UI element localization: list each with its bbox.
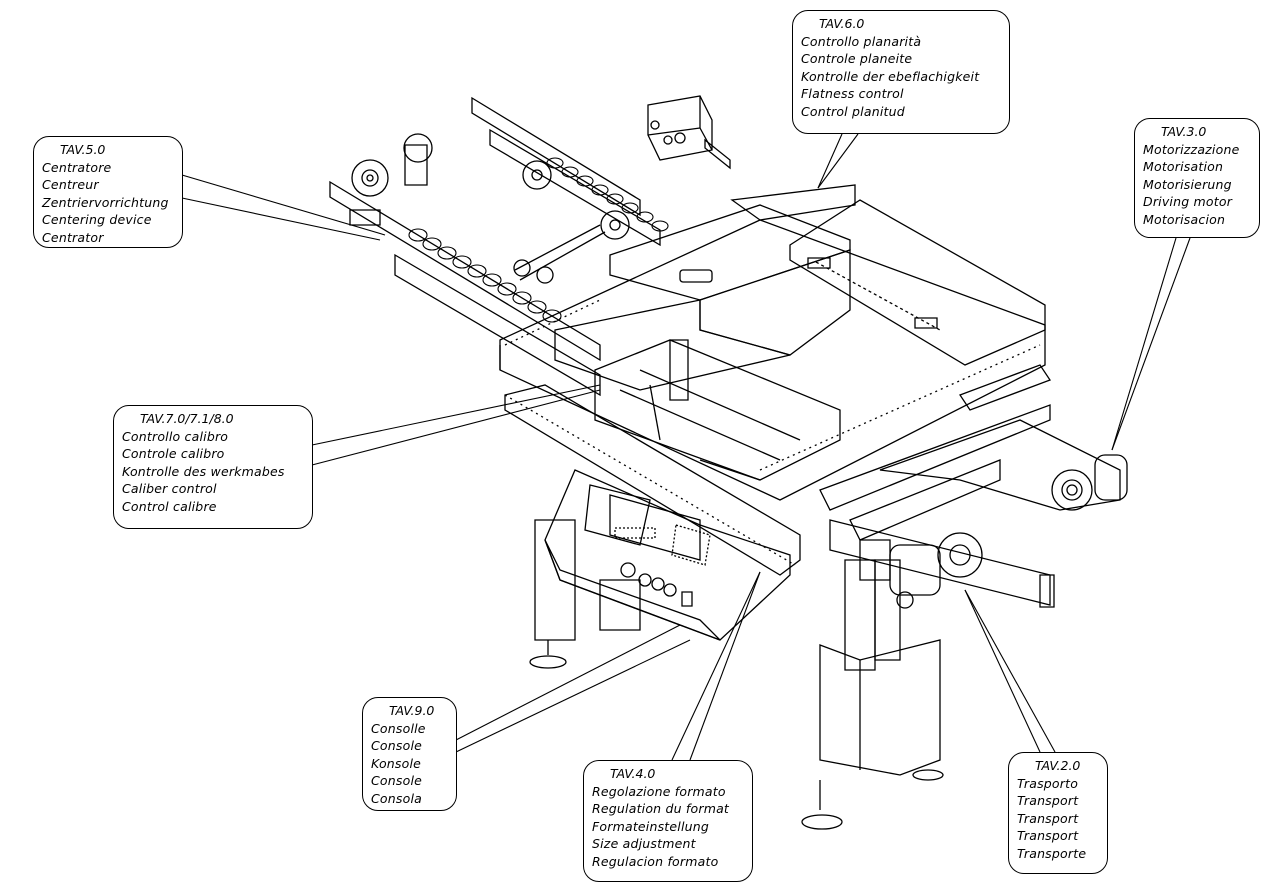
callout-line: Transport	[1017, 828, 1079, 844]
callout-tav-2-0: TAV.2.0 Trasporto Transport Transport Tr…	[1008, 752, 1108, 874]
main-frame	[499, 185, 1045, 575]
callout-code: TAV.4.0	[610, 766, 656, 781]
callout-code: TAV.5.0	[60, 142, 106, 157]
callout-tav-3-0: TAV.3.0 Motorizzazione Motorisation Moto…	[1134, 118, 1260, 238]
callout-line: Regulation du format	[592, 801, 730, 817]
callout-line: Controle planeite	[801, 51, 913, 67]
callout-line: Console	[371, 773, 423, 789]
leader-lines	[182, 134, 1190, 760]
callout-line: Consolle	[371, 720, 426, 736]
callout-code: TAV.6.0	[819, 16, 865, 31]
callout-line: Motorizzazione	[1143, 141, 1240, 157]
callout-tav-7-0: TAV.7.0/7.1/8.0 Controllo calibro Contro…	[113, 405, 313, 529]
callout-line: Kontrolle des werkmabes	[122, 463, 285, 479]
upper-rail	[472, 98, 668, 283]
callout-tav-6-0: TAV.6.0 Controllo planarità Controle pla…	[792, 10, 1010, 134]
callout-line: Controle calibro	[122, 446, 225, 462]
callout-line: Centreur	[42, 177, 99, 193]
callout-line: Formateinstellung	[592, 818, 710, 834]
callout-line: Motorisation	[1143, 159, 1224, 175]
callout-line: Controllo calibro	[122, 428, 229, 444]
callout-line: Transport	[1017, 810, 1079, 826]
callout-code: TAV.9.0	[389, 703, 435, 718]
callout-line: Console	[371, 738, 423, 754]
callout-line: Zentriervorrichtung	[42, 194, 169, 210]
callout-code: TAV.2.0	[1035, 758, 1081, 773]
callout-code: TAV.3.0	[1161, 124, 1207, 139]
callout-line: Controllo planarità	[801, 33, 922, 49]
callout-line: Motorisacion	[1143, 211, 1226, 227]
callout-line: Consola	[371, 790, 422, 806]
callout-tav-4-0: TAV.4.0 Regolazione formato Regulation d…	[583, 760, 753, 882]
callout-line: Motorisierung	[1143, 176, 1232, 192]
callout-line: Centering device	[42, 212, 152, 228]
callout-line: Konsole	[371, 755, 422, 771]
callout-code: TAV.7.0/7.1/8.0	[140, 411, 234, 426]
callout-line: Transporte	[1017, 845, 1087, 861]
centering-rail	[330, 134, 600, 395]
transport-conveyor	[820, 365, 1127, 608]
callout-line: Centrator	[42, 229, 104, 245]
junction-box	[648, 96, 730, 168]
callout-line: Size adjustment	[592, 836, 696, 852]
callout-line: Transport	[1017, 793, 1079, 809]
callout-line: Driving motor	[1143, 194, 1233, 210]
support-legs	[530, 520, 943, 829]
callout-tav-9-0: TAV.9.0 Consolle Console Konsole Console…	[362, 697, 457, 811]
callout-line: Control planitud	[801, 103, 905, 119]
callout-line: Control calibre	[122, 498, 217, 514]
callout-line: Regulacion formato	[592, 853, 719, 869]
callout-line: Trasporto	[1017, 775, 1079, 791]
callout-line: Regolazione formato	[592, 783, 726, 799]
callout-line: Caliber control	[122, 481, 217, 497]
callout-line: Kontrolle der ebeflachigkeit	[801, 68, 980, 84]
callout-tav-5-0: TAV.5.0 Centratore Centreur Zentriervorr…	[33, 136, 183, 248]
callout-line: Centratore	[42, 159, 112, 175]
console	[545, 470, 790, 640]
callout-line: Flatness control	[801, 86, 904, 102]
